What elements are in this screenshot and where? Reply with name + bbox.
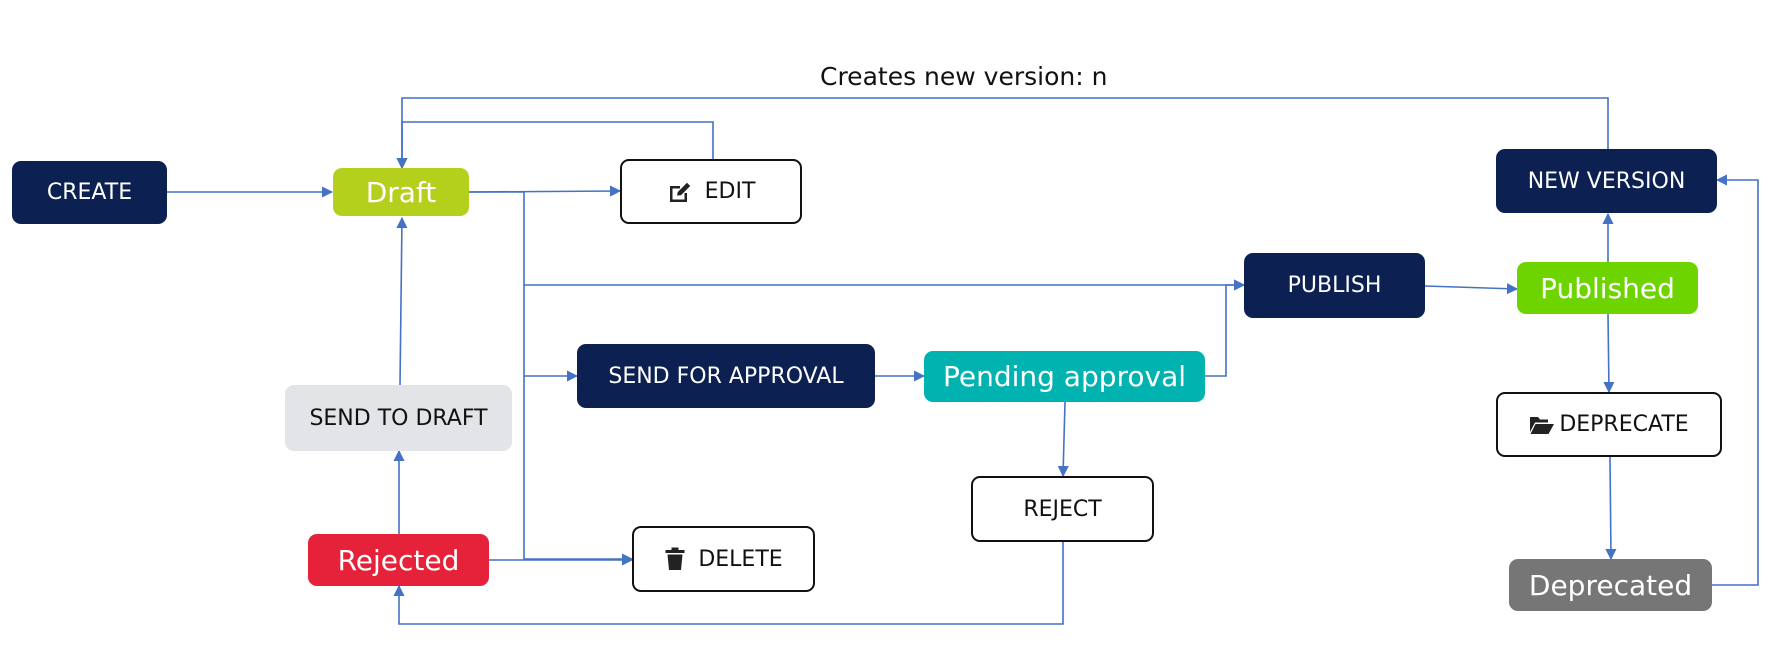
pending-approval-state: Pending approval xyxy=(924,351,1205,402)
delete-label: DELETE xyxy=(698,546,783,572)
edge-draft-publish xyxy=(469,191,1246,291)
new-version-label: NEW VERSION xyxy=(1527,168,1686,194)
edit-icon xyxy=(667,180,693,204)
rejected-label: Rejected xyxy=(337,543,460,577)
edit-label: EDIT xyxy=(704,179,756,204)
edge-pending-publish xyxy=(1205,279,1246,377)
published-label: Published xyxy=(1540,271,1675,305)
folder-open-icon xyxy=(1529,414,1555,436)
edge-publish-published xyxy=(1424,283,1519,295)
send-to-draft-action: SEND TO DRAFT xyxy=(285,385,512,451)
delete-action: DELETE xyxy=(632,526,815,592)
edge-reject-rejected xyxy=(393,542,1064,625)
rejected-state: Rejected xyxy=(308,534,489,586)
publish-action: PUBLISH xyxy=(1244,253,1425,318)
reject-label: REJECT xyxy=(1023,496,1102,522)
publish-label: PUBLISH xyxy=(1287,273,1382,298)
create-label: CREATE xyxy=(46,180,133,205)
reject-action: REJECT xyxy=(971,476,1154,542)
deprecated-label: Deprecated xyxy=(1528,568,1693,602)
edge-sendtodraft-draft xyxy=(396,216,408,386)
send-to-draft-label: SEND TO DRAFT xyxy=(309,405,488,431)
pending-approval-label: Pending approval xyxy=(942,360,1187,393)
edge-newversion-draft xyxy=(396,97,1609,170)
edge-deprecated-newversion xyxy=(1712,174,1759,586)
trash-icon xyxy=(664,547,686,571)
edge-draft-delete xyxy=(523,376,634,565)
edge-pending-reject xyxy=(1057,401,1069,478)
send-for-approval-label: SEND FOR APPROVAL xyxy=(608,363,844,389)
edge-published-deprecate xyxy=(1603,313,1615,394)
deprecate-label: DEPRECATE xyxy=(1559,412,1689,437)
new-version-action: NEW VERSION xyxy=(1496,149,1717,213)
deprecated-state: Deprecated xyxy=(1509,559,1712,611)
deprecate-action: DEPRECATE xyxy=(1496,392,1722,457)
edit-action: EDIT xyxy=(620,159,802,224)
draft-state: Draft xyxy=(333,168,469,216)
send-for-approval-action: SEND FOR APPROVAL xyxy=(577,344,875,408)
edge-deprecate-deprecated xyxy=(1605,456,1617,561)
published-state: Published xyxy=(1517,262,1698,314)
draft-label: Draft xyxy=(365,175,437,209)
create-action: CREATE xyxy=(12,161,167,224)
edge-draft-sendforapproval xyxy=(523,285,579,382)
new-version-caption: Creates new version: n xyxy=(820,62,1108,91)
